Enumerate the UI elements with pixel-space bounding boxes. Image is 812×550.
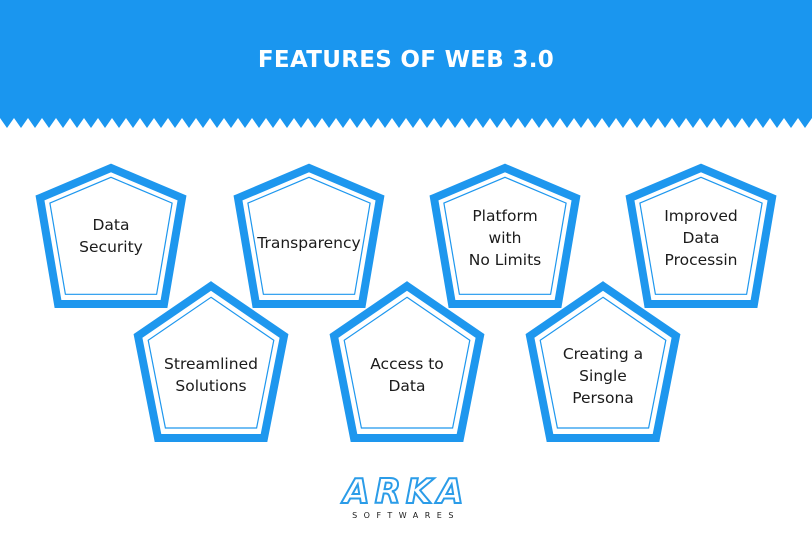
pentagon-down-shape — [429, 163, 581, 308]
pentagon-up-shape — [133, 281, 289, 442]
pentagon-outer-border — [525, 281, 681, 442]
feature-platform-no-limits: Platform with No Limits — [420, 162, 590, 327]
pentagon-inner-outline — [539, 296, 667, 429]
pentagon-outer-border — [35, 163, 187, 308]
pentagon-inner-outline — [639, 176, 763, 295]
pentagon-outer-border — [625, 163, 777, 308]
feature-label: Transparency — [257, 234, 361, 252]
logo-subtitle: SOFTWARES — [352, 511, 460, 520]
feature-improved-data-processing: Improved Data Processin — [616, 162, 786, 327]
feature-label: Streamlined Solutions — [164, 355, 258, 395]
logo-wordmark: ARKA — [342, 472, 469, 512]
feature-label: Access to Data — [370, 355, 444, 395]
feature-label: Data Security — [79, 216, 143, 256]
pentagon-outer-border — [329, 281, 485, 442]
pentagon-down-shape — [625, 163, 777, 308]
pentagon-outer-border — [233, 163, 385, 308]
header-banner — [0, 0, 812, 128]
feature-label: Creating a Single Persona — [562, 345, 644, 407]
feature-transparency: Transparency — [224, 162, 394, 327]
pentagon-up-shape — [525, 281, 681, 442]
pentagon-inner-outline — [443, 176, 567, 295]
page-title: FEATURES OF WEB 3.0 — [257, 47, 555, 73]
feature-data-security: Data Security — [26, 162, 196, 327]
pentagon-inner-outline — [49, 176, 173, 295]
pentagon-inner-outline — [247, 176, 371, 295]
feature-single-persona: Creating a Single Persona — [518, 280, 688, 445]
pentagon-outer-border — [429, 163, 581, 308]
pentagon-inner-outline — [343, 296, 471, 429]
pentagon-down-shape — [233, 163, 385, 308]
pentagon-outer-border — [133, 281, 289, 442]
banner-shape — [0, 0, 812, 128]
feature-label: Improved Data Processin — [664, 207, 738, 269]
pentagon-down-shape — [35, 163, 187, 308]
feature-label: Platform with No Limits — [468, 207, 542, 269]
pentagon-inner-outline — [147, 296, 275, 429]
feature-streamlined-solutions: Streamlined Solutions — [126, 280, 296, 445]
arka-softwares-logo: ARKA SOFTWARES — [312, 472, 500, 524]
feature-access-to-data: Access to Data — [322, 280, 492, 445]
pentagon-up-shape — [329, 281, 485, 442]
